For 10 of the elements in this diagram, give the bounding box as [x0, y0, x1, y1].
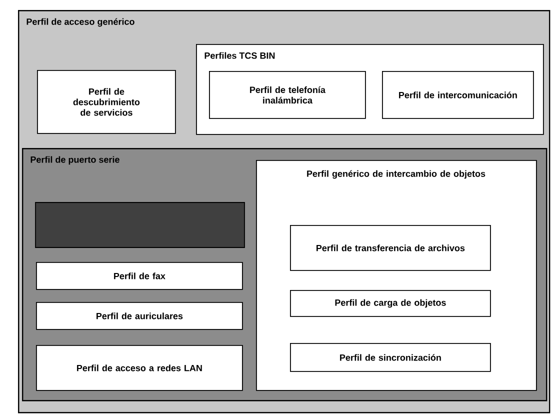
profile-box: Perfil de fax	[36, 262, 243, 290]
filled-box	[35, 202, 245, 248]
profile-box: Perfil de telefonía inalámbrica	[209, 71, 366, 119]
profile-box: Perfil de acceso a redes LAN	[36, 345, 243, 391]
profile-box: Perfil de sincronización	[290, 343, 491, 372]
profile-box: Perfil de auriculares	[36, 302, 243, 330]
profile-box: Perfil de transferencia de archivos	[290, 225, 491, 271]
profile-box: Perfil de carga de objetos	[290, 290, 491, 317]
profile-box: Perfil de descubrimiento de servicios	[37, 70, 176, 134]
profile-box: Perfil de intercomunicación	[382, 71, 534, 119]
